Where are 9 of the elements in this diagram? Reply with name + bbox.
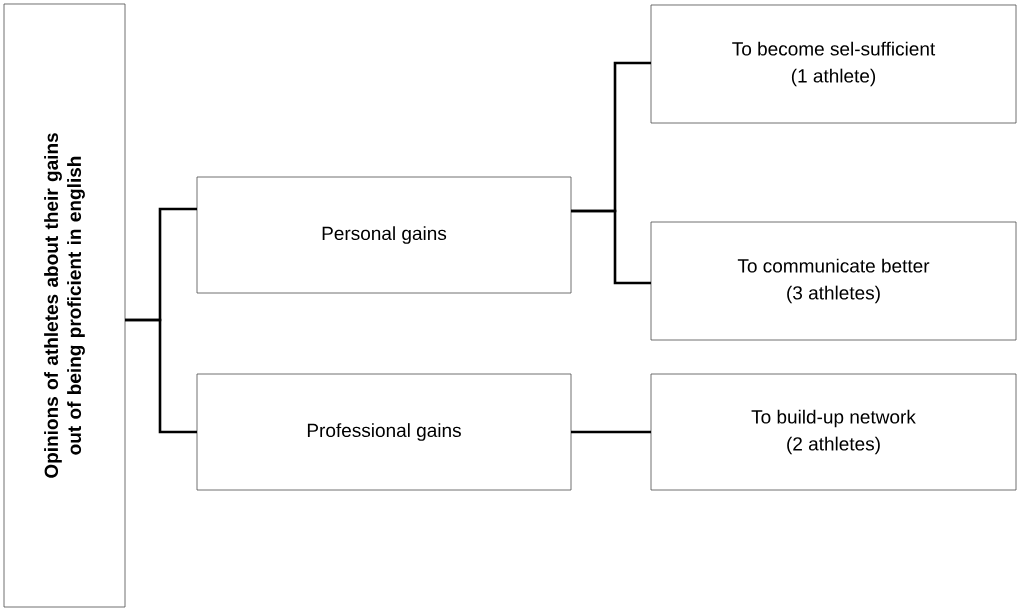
connector: [571, 209, 651, 285]
category-box: Professional gains: [196, 373, 572, 491]
category-box: Personal gains: [196, 176, 572, 294]
title-box: Opinions of athletes about their gains out of being proficient in english: [3, 3, 126, 608]
opinion-box: To build-up network (2 athletes): [650, 373, 1017, 491]
connector: [125, 318, 197, 434]
opinion-box: To become sel-sufficient (1 athlete): [650, 4, 1017, 124]
opinion-box: To communicate better (3 athletes): [650, 221, 1017, 341]
connector: [571, 430, 651, 434]
